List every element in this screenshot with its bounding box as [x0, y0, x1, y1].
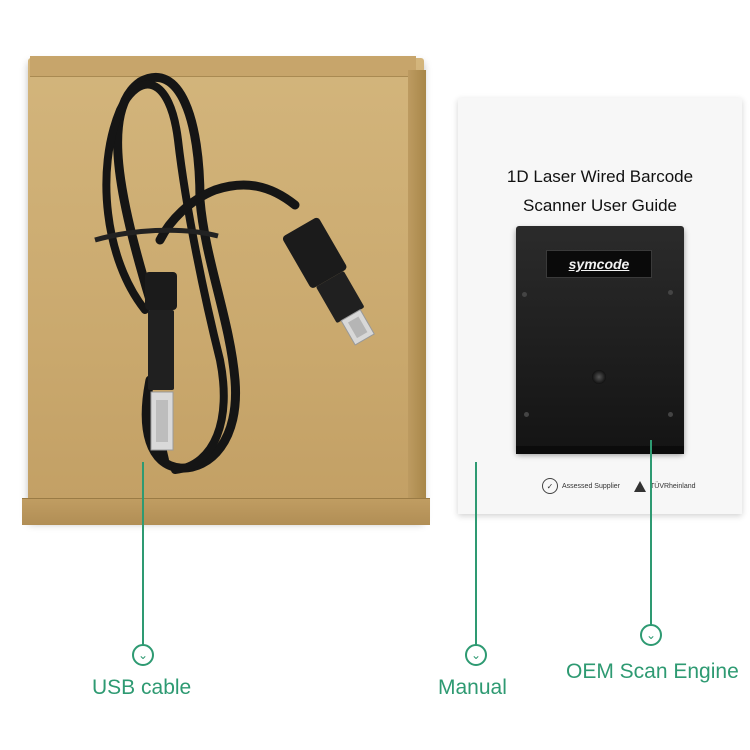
- chevron-down-circle-icon: ⌄: [465, 644, 487, 666]
- engine-screw-icon: [522, 292, 527, 297]
- assessed-supplier-badge-icon: ✓: [542, 478, 558, 494]
- engine-base: [516, 446, 684, 454]
- engine-brand-window: symcode: [546, 250, 652, 278]
- cable-tie: [94, 227, 219, 243]
- tuv-triangle-icon: [633, 480, 646, 492]
- manual-pointer-line: [475, 462, 477, 646]
- box-front-flap: [22, 498, 430, 525]
- usb-a-connector: [145, 272, 177, 451]
- box-side: [408, 70, 426, 510]
- usb-cable-pointer-line: [142, 462, 144, 646]
- manual-label: Manual: [438, 676, 507, 699]
- engine-screw-icon: [668, 290, 673, 295]
- manual-title-line1: 1D Laser Wired Barcode: [506, 167, 694, 186]
- engine-screw-icon: [524, 412, 529, 417]
- box-lid: [30, 56, 416, 77]
- assessed-supplier-text: Assessed Supplier: [562, 482, 620, 490]
- chevron-down-circle-icon: ⌄: [132, 644, 154, 666]
- manual-title-line2: Scanner User Guide: [522, 196, 678, 215]
- engine-pointer-line: [650, 440, 652, 626]
- cable-loop-2: [102, 80, 228, 474]
- certification-row: ✓ Assessed Supplier TÜVRheinland: [542, 476, 732, 496]
- engine-sensor-icon: [592, 370, 606, 384]
- engine-brand-logo: symcode: [568, 256, 630, 272]
- oem-scan-engine-label: OEM Scan Engine: [566, 660, 739, 683]
- usb-cable-label: USB cable: [92, 676, 192, 699]
- tuv-text: TÜVRheinland: [649, 482, 696, 490]
- cable-branch: [155, 180, 300, 245]
- engine-screw-icon: [668, 412, 673, 417]
- usb-b-connector: [282, 217, 375, 346]
- chevron-down-circle-icon: ⌄: [640, 624, 662, 646]
